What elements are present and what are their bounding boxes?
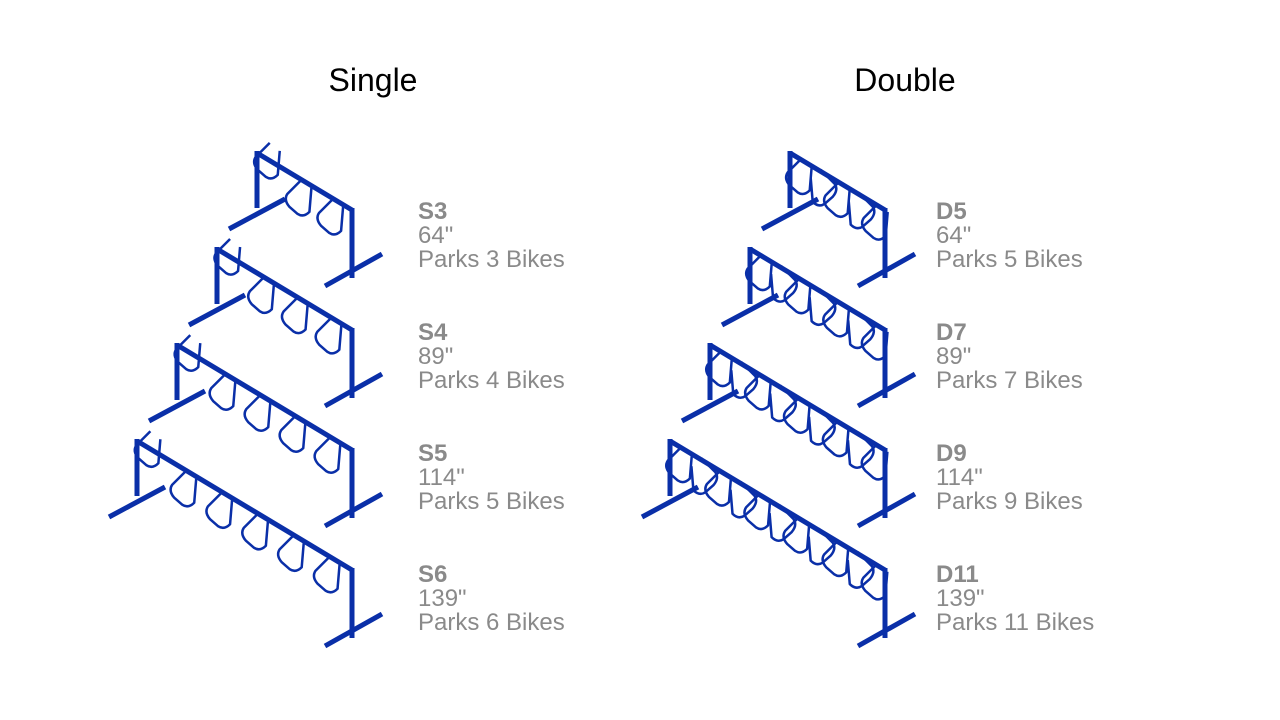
rack-length: 139"	[936, 585, 985, 612]
bike-loop	[704, 349, 734, 388]
back-foot	[147, 388, 207, 424]
bike-loop	[284, 178, 313, 217]
bike-loop	[205, 491, 234, 530]
bike-loop	[246, 276, 276, 315]
rack-capacity: Parks 9 Bikes	[936, 488, 1083, 515]
back-foot	[680, 388, 740, 424]
rack-length: 64"	[936, 222, 972, 249]
top-rail	[708, 342, 887, 453]
rack-model: D11	[936, 561, 979, 588]
rack-length: 89"	[418, 343, 454, 370]
rack-length: 114"	[936, 464, 983, 491]
rack-length: 89"	[936, 343, 972, 370]
bike-loop	[208, 373, 237, 411]
top-rail	[668, 438, 887, 573]
rack-length: 114"	[418, 464, 465, 491]
bike-loop	[704, 469, 733, 507]
rack-capacity: Parks 7 Bikes	[936, 367, 1083, 394]
rack-d7	[720, 246, 917, 409]
bike-loop	[743, 372, 772, 411]
top-rail	[748, 246, 887, 333]
rack-capacity: Parks 3 Bikes	[418, 246, 565, 273]
bike-loop	[241, 512, 270, 551]
rack-d9	[680, 342, 917, 529]
back-foot	[107, 484, 167, 520]
bike-loop	[316, 197, 345, 236]
bike-loop	[280, 296, 309, 335]
bike-loop	[313, 436, 342, 474]
bike-loop	[782, 515, 811, 554]
rack-capacity: Parks 5 Bikes	[418, 488, 565, 515]
rack-model: D7	[936, 319, 967, 346]
rack-s4	[187, 238, 384, 409]
back-foot	[187, 292, 247, 328]
top-rail	[788, 150, 887, 213]
rack-d5	[760, 150, 917, 289]
rack-length: 139"	[418, 585, 467, 612]
rack-model: S5	[418, 440, 448, 467]
top-rail	[215, 246, 354, 333]
bike-loop	[276, 534, 305, 573]
rack-d11	[640, 438, 917, 649]
bike-loop	[665, 445, 694, 484]
rack-capacity: Parks 6 Bikes	[418, 609, 565, 636]
bike-loop	[169, 469, 198, 508]
back-foot	[720, 292, 780, 328]
single-title: Single	[328, 62, 418, 98]
bike-loop	[821, 539, 850, 578]
bike-loop	[782, 396, 811, 435]
front-foot	[323, 371, 384, 409]
bike-loop	[783, 276, 812, 315]
rack-length: 64"	[418, 222, 454, 249]
top-rail	[255, 150, 354, 213]
bike-loop	[822, 180, 851, 219]
bike-loop	[784, 157, 813, 196]
rack-s6	[107, 430, 384, 649]
front-foot	[856, 491, 917, 529]
rack-capacity: Parks 4 Bikes	[418, 367, 565, 394]
bike-loop	[822, 299, 851, 338]
back-foot	[640, 484, 700, 520]
double-title: Double	[854, 62, 956, 98]
rack-capacity: Parks 11 Bikes	[936, 609, 1095, 636]
bike-loop	[744, 253, 774, 292]
bike-loop	[743, 492, 772, 531]
front-foot	[323, 251, 384, 289]
bike-loop	[252, 141, 281, 180]
bike-loop	[314, 316, 343, 355]
rack-model: S3	[418, 198, 448, 225]
bike-loop	[821, 419, 850, 458]
top-rail	[175, 342, 354, 453]
rack-model: S4	[418, 319, 448, 346]
bike-loop	[312, 555, 341, 594]
bike-loop	[243, 394, 272, 432]
front-foot	[323, 611, 384, 649]
front-foot	[323, 491, 384, 529]
rack-model: D9	[936, 440, 967, 467]
rack-capacity: Parks 5 Bikes	[936, 246, 1083, 273]
rack-s5	[147, 334, 384, 529]
rack-model: D5	[936, 198, 967, 225]
back-foot	[227, 196, 287, 232]
back-foot	[760, 196, 820, 232]
rack-model: S6	[418, 561, 448, 588]
rack-s3	[227, 141, 384, 289]
top-rail	[135, 438, 354, 573]
front-foot	[856, 371, 917, 409]
front-foot	[856, 251, 917, 289]
front-foot	[856, 611, 917, 649]
bike-loop	[278, 415, 307, 453]
